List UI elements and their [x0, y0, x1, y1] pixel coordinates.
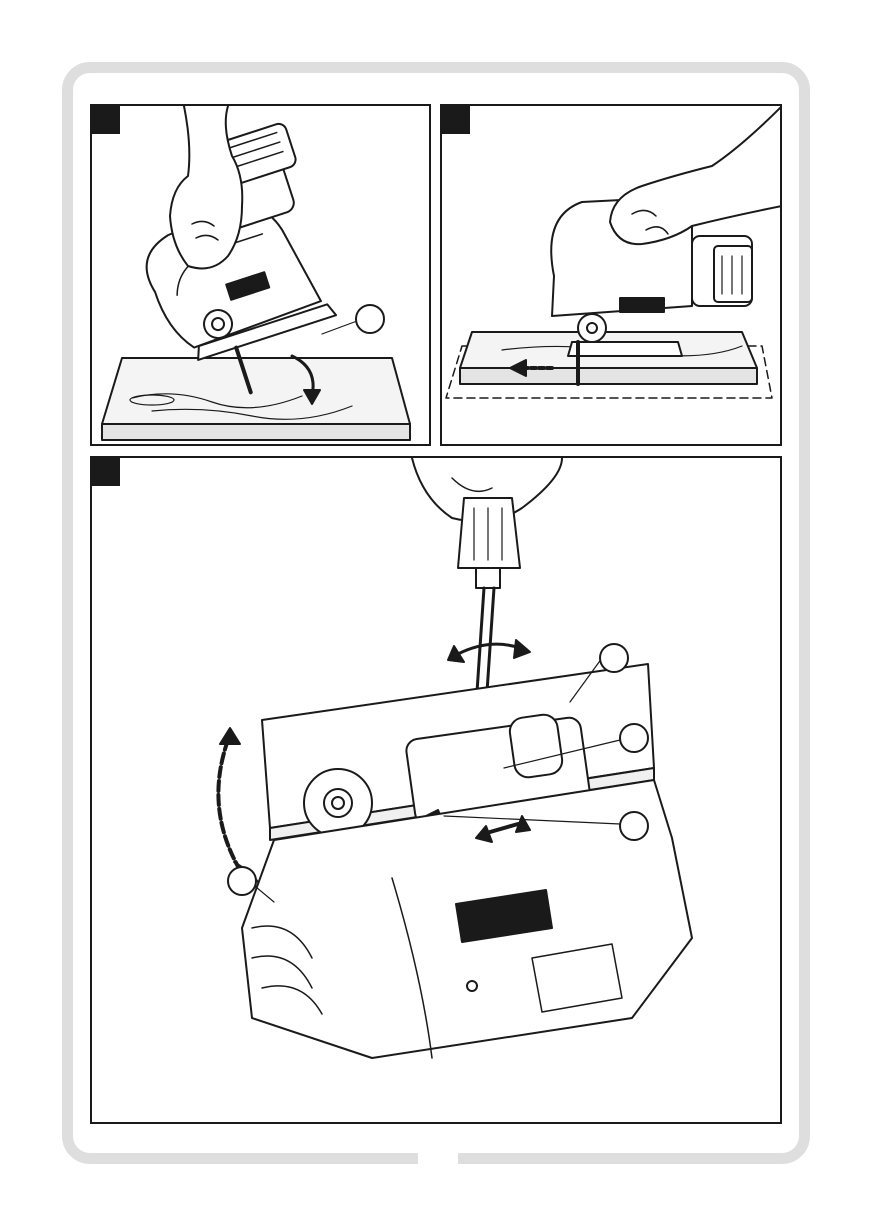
- wood-plank: [460, 332, 757, 384]
- jigsaw-straight-cut-illustration: [442, 106, 782, 446]
- tilt-arrow: [218, 740, 240, 870]
- callout-circle: [356, 305, 384, 333]
- wood-plank: [102, 358, 410, 440]
- illustration-panel-3: [90, 456, 782, 1124]
- callout-circle: [620, 724, 648, 752]
- hand: [170, 106, 242, 268]
- frame-gap: [418, 1150, 458, 1168]
- base-plate-adjustment-illustration: [92, 458, 782, 1124]
- callout-circle: [600, 644, 628, 672]
- illustration-panel-2: [440, 104, 782, 446]
- illustration-panel-1: [90, 104, 431, 446]
- callout-circle: [620, 812, 648, 840]
- jigsaw-angled-cut-illustration: [92, 106, 431, 446]
- callout-circle: [228, 867, 256, 895]
- hand: [610, 106, 782, 244]
